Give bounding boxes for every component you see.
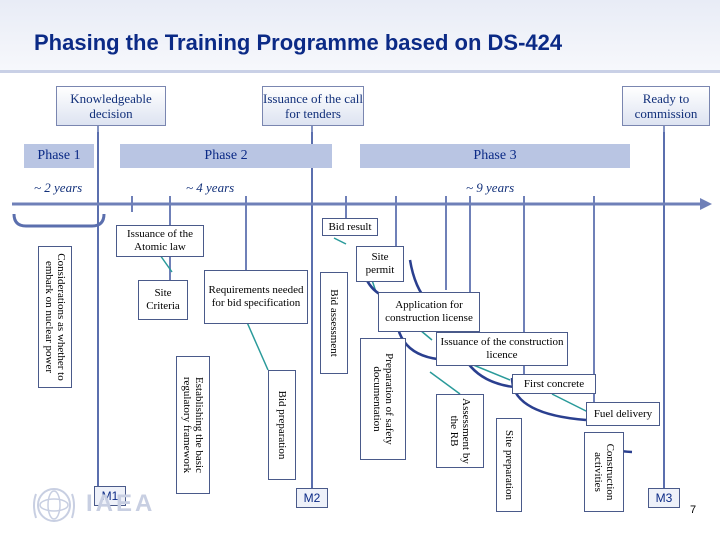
duration-phase-1: ~ 2 years: [34, 180, 83, 195]
header-knowledgeable-decision: Knowledgeable decision: [56, 86, 166, 126]
vbox-considerations: Considerations as whether to embark on n…: [38, 246, 72, 388]
vtext-construction: Construction activities: [592, 443, 616, 501]
phase-1-bar: Phase 1: [24, 144, 94, 168]
vbox-safety-documentation: Preparation of safety documentation: [360, 338, 406, 460]
vbox-construction: Construction activities: [584, 432, 624, 512]
page-number: 7: [690, 504, 697, 516]
vbox-bid-assessment: Bid assessment: [320, 272, 348, 374]
vbox-regulatory: Establishing the basic regulatory framew…: [176, 356, 210, 494]
vtext-bid-preparation: Bid preparation: [276, 390, 288, 460]
box-site-permit: Site permit: [356, 246, 404, 282]
vbox-bid-preparation: Bid preparation: [268, 370, 296, 480]
vtext-bid-assessment: Bid assessment: [328, 289, 340, 357]
box-bid-result: Bid result: [322, 218, 378, 236]
box-requirements: Requirements needed for bid specificatio…: [204, 270, 308, 324]
vtext-considerations: Considerations as whether to embark on n…: [43, 253, 67, 381]
title-underline: [0, 70, 720, 73]
header-call-for-tenders: Issuance of the call for tenders: [262, 86, 364, 126]
box-atomic-law: Issuance of the Atomic law: [116, 225, 204, 257]
phase-2-bar: Phase 2: [120, 144, 332, 168]
milestone-m2: M2: [296, 488, 328, 508]
box-application-license: Application for construction license: [378, 292, 480, 332]
duration-phase-3: ~ 9 years: [466, 180, 515, 195]
header-ready-to-commission: Ready to commission: [622, 86, 710, 126]
vtext-regulatory: Establishing the basic regulatory framew…: [181, 376, 205, 474]
un-emblem-icon: [33, 488, 75, 522]
phase1-bracket: [12, 213, 106, 228]
box-issuance-licence: Issuance of the construction licence: [436, 332, 568, 366]
title-band: [0, 0, 720, 72]
vtext-rb-assessment: Assessment by the RB: [448, 398, 472, 464]
vbox-site-preparation: Site preparation: [496, 418, 522, 512]
vtext-safety-documentation: Preparation of safety documentation: [371, 353, 395, 445]
milestone-m1: M1: [94, 486, 126, 506]
box-fuel-delivery: Fuel delivery: [586, 402, 660, 426]
phase-3-bar: Phase 3: [360, 144, 630, 168]
iaea-logo-text: IAEA: [86, 490, 156, 517]
box-site-criteria: Site Criteria: [138, 280, 188, 320]
box-first-concrete: First concrete: [512, 374, 596, 394]
duration-phase-2: ~ 4 years: [186, 180, 235, 195]
milestone-m3: M3: [648, 488, 680, 508]
vtext-site-preparation: Site preparation: [503, 430, 515, 500]
vbox-rb-assessment: Assessment by the RB: [436, 394, 484, 468]
page-title: Phasing the Training Programme based on …: [34, 30, 563, 55]
timeline-arrowhead: [700, 198, 712, 210]
